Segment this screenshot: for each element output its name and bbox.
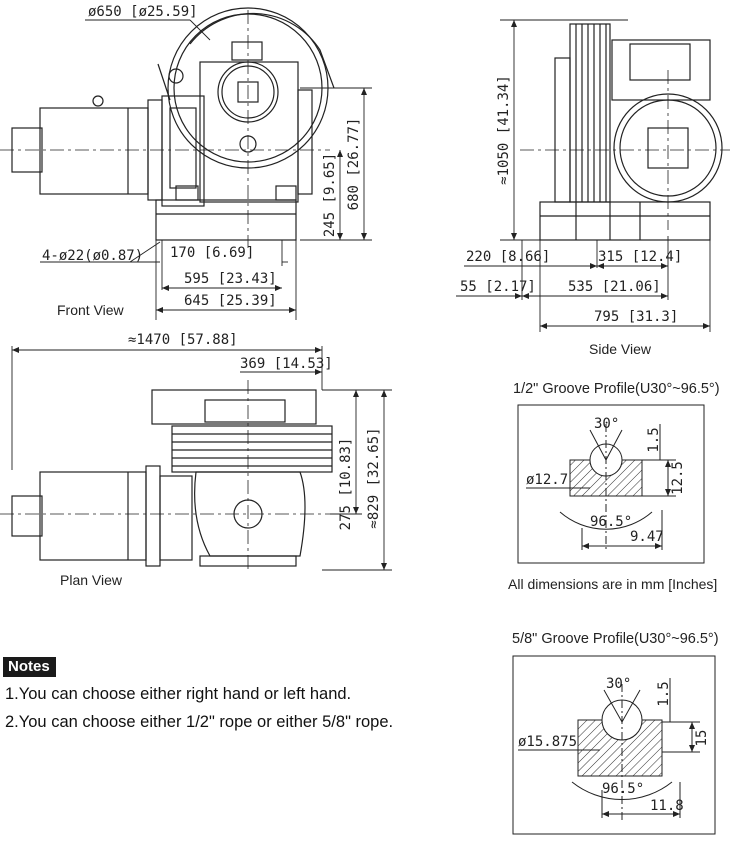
- groove-half-angle-top: 30°: [594, 416, 619, 432]
- plan-view-dimensions: [11, 346, 392, 571]
- side-dim-795: 795 [31.3]: [594, 309, 678, 325]
- side-view-drawing: [520, 23, 730, 241]
- groove-half-dim-15: 1.5: [646, 427, 662, 452]
- groove-half-title: 1/2" Groove Profile(U30°~96.5°): [513, 381, 720, 397]
- groove-half-angle-bottom: 96.5°: [590, 514, 632, 530]
- plan-dim-829: ≈829 [32.65]: [366, 427, 382, 528]
- groove-58-title: 5/8" Groove Profile(U30°~96.5°): [512, 631, 719, 647]
- groove-half-drawing: [526, 424, 676, 552]
- side-dim-535: 535 [21.06]: [568, 279, 661, 295]
- front-dim-height-total: 680 [26.77]: [346, 118, 362, 211]
- plan-view-title: Plan View: [60, 572, 123, 588]
- notes-label: Notes: [3, 657, 56, 677]
- front-dim-170: 170 [6.69]: [170, 245, 254, 261]
- note-item-2: 2.You can choose either 1/2" rope or eit…: [5, 713, 394, 731]
- groove-58-drawing: [518, 678, 700, 820]
- groove-58-frame: [512, 655, 716, 835]
- groove-58-angle-bottom: 96.5°: [602, 781, 644, 797]
- groove-58-angle-top: 30°: [606, 676, 631, 692]
- groove-58-dim-dia: ø15.875: [518, 734, 577, 750]
- front-dim-height-base: 245 [9.65]: [322, 153, 338, 237]
- side-view-title: Side View: [589, 341, 652, 357]
- groove-half-frame: [517, 404, 705, 564]
- front-dim-sheave: ø650 [ø25.59]: [88, 4, 198, 20]
- front-view-drawing: [0, 7, 335, 248]
- side-dim-315: 315 [12.4]: [598, 249, 682, 265]
- plan-dim-275: 275 [10.83]: [338, 438, 354, 531]
- plan-view-drawing: [0, 380, 333, 570]
- groove-half-dim-dia: ø12.7: [526, 472, 568, 488]
- side-dim-height: ≈1050 [41.34]: [496, 75, 512, 185]
- note-item-1: 1.You can choose either right hand or le…: [5, 685, 352, 703]
- plan-dim-369: 369 [14.53]: [240, 356, 333, 372]
- units-note: All dimensions are in mm [Inches]: [508, 576, 717, 592]
- side-dim-220: 220 [8.66]: [466, 249, 550, 265]
- groove-58-dim-15: 1.5: [656, 681, 672, 706]
- front-dim-645: 645 [25.39]: [184, 293, 277, 309]
- front-view-dimensions: [40, 19, 372, 320]
- groove-58-dim-118: 11.8: [650, 798, 684, 814]
- side-view-dimensions: [456, 19, 711, 332]
- plan-dim-length: ≈1470 [57.88]: [128, 332, 238, 348]
- groove-half-dim-125: 12.5: [670, 461, 686, 495]
- front-view-title: Front View: [57, 302, 125, 318]
- groove-58-dim-15b: 15: [694, 730, 710, 747]
- front-dim-holes: 4-ø22(ø0.87): [42, 248, 143, 264]
- front-dim-595: 595 [23.43]: [184, 271, 277, 287]
- side-dim-55: 55 [2.17]: [460, 279, 536, 295]
- groove-half-dim-947: 9.47: [630, 529, 664, 545]
